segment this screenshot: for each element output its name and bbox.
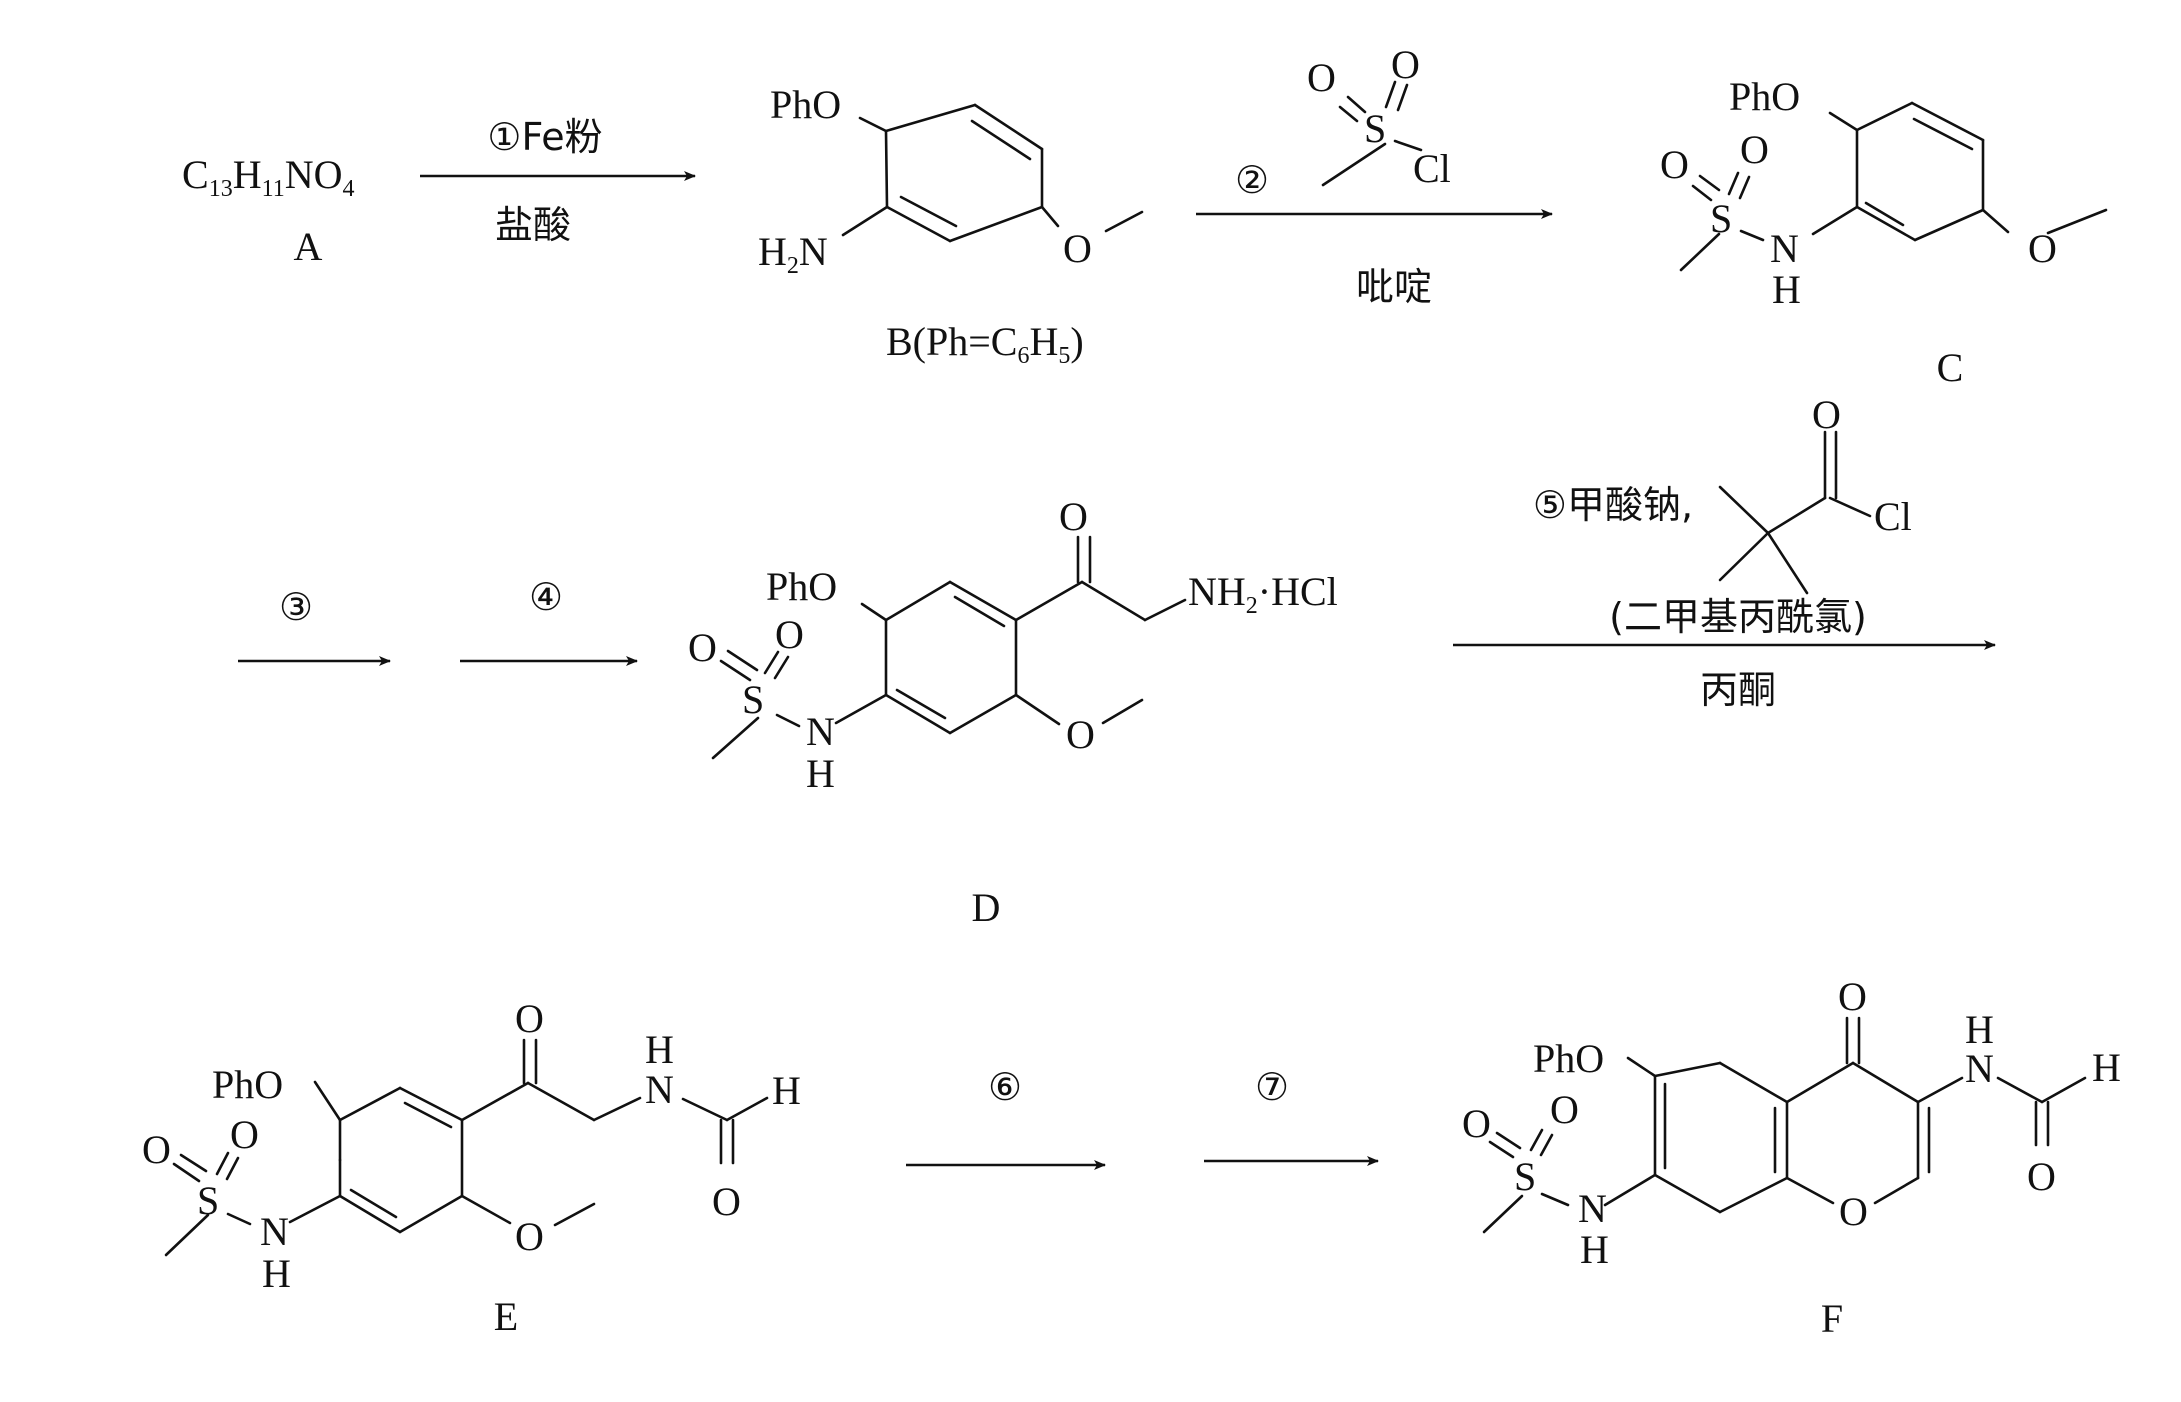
compound-d-methoxy-o: O (1066, 712, 1095, 757)
compound-e-keto-o: O (515, 996, 544, 1041)
compound-e-s: S (197, 1178, 219, 1223)
mesyl-chloride-structure: O O S Cl (1307, 42, 1451, 191)
compound-f-o-1: O (1462, 1101, 1491, 1146)
compound-e: PhO O O S N H O O H N H O E (142, 996, 801, 1339)
step-5-conditions-bottom: 丙酮 (1700, 668, 1776, 712)
compound-f-label: F (1821, 1296, 1843, 1341)
step-6-number: ⑥ (988, 1065, 1022, 1109)
compound-e-nh-n: N (645, 1067, 674, 1112)
compound-d-pho: PhO (766, 564, 837, 609)
reagent-o: O (1812, 392, 1841, 437)
compound-f-cho-o: O (2027, 1154, 2056, 1199)
compound-a-formula: C13H11NO4 (182, 152, 354, 202)
reagent-cl: Cl (1874, 494, 1912, 539)
compound-d: PhO O O S N H O O NH2·HCl D (688, 494, 1338, 930)
compound-f-nh-h: H (1965, 1007, 1994, 1052)
compound-e-n: N (260, 1209, 289, 1254)
compound-f-o-2: O (1550, 1087, 1579, 1132)
step-4-number: ④ (529, 575, 563, 619)
step-2-conditions-bottom: 吡啶 (1356, 265, 1432, 309)
compound-c: PhO O O S N H O C (1660, 74, 2108, 390)
step-3-arrow: ③ (238, 585, 391, 666)
compound-e-pho: PhO (212, 1062, 283, 1107)
reagent-o-2: O (1391, 42, 1420, 87)
reagent-s: S (1364, 106, 1386, 151)
compound-d-h: H (806, 751, 835, 796)
compound-b-label: B(Ph=C6H5) (886, 319, 1084, 369)
compound-d-o-1: O (688, 625, 717, 670)
step-4-arrow: ④ (460, 575, 638, 666)
compound-c-s: S (1710, 196, 1732, 241)
step-5-conditions-top: ⑤甲酸钠, (1533, 483, 1693, 527)
compound-b: PhO H2N O B(Ph=C6H5) (758, 82, 1144, 369)
compound-c-o-1: O (1660, 142, 1689, 187)
compound-f-h: H (1580, 1227, 1609, 1272)
compound-a: C13H11NO4 A (182, 152, 354, 269)
compound-e-label: E (494, 1294, 518, 1339)
step-6-arrow: ⑥ (906, 1065, 1106, 1170)
reagent-cl: Cl (1413, 146, 1451, 191)
compound-c-label: C (1937, 345, 1964, 390)
step-1-conditions-bottom: 盐酸 (495, 203, 571, 247)
step-1-conditions-top: ①Fe粉 (487, 115, 602, 159)
compound-f-cho-h: H (2092, 1045, 2121, 1090)
compound-e-o-2: O (230, 1112, 259, 1157)
compound-f-n: N (1578, 1186, 1607, 1231)
step-3-number: ③ (279, 585, 313, 629)
compound-e-cho-o: O (712, 1179, 741, 1224)
compound-e-methoxy-o: O (515, 1214, 544, 1259)
compound-f-pho: PhO (1533, 1036, 1604, 1081)
compound-e-h: H (262, 1251, 291, 1296)
compound-d-keto-o: O (1059, 494, 1088, 539)
compound-a-label: A (294, 224, 323, 269)
step-5-arrow: O Cl ⑤甲酸钠, (二甲基丙酰氯) 丙酮 (1453, 392, 1996, 712)
step-5-reagent-name: (二甲基丙酰氯) (1609, 595, 1867, 639)
reagent-o-1: O (1307, 55, 1336, 100)
compound-c-pho: PhO (1729, 74, 1800, 119)
compound-f-keto-o: O (1838, 974, 1867, 1019)
compound-b-pho: PhO (770, 82, 841, 127)
compound-d-s: S (742, 677, 764, 722)
compound-f-nh-n: N (1965, 1046, 1994, 1091)
compound-b-methoxy-o: O (1063, 226, 1092, 271)
compound-c-methoxy-o: O (2028, 226, 2057, 271)
compound-f-s: S (1514, 1154, 1536, 1199)
compound-d-label: D (972, 885, 1001, 930)
compound-b-amine: H2N (758, 229, 828, 279)
compound-d-o-2: O (775, 612, 804, 657)
step-2-arrow: O O S Cl ② 吡啶 (1196, 42, 1553, 309)
pivaloyl-chloride-structure: O Cl (1718, 392, 1912, 595)
step-2-number: ② (1235, 158, 1269, 202)
compound-e-o-1: O (142, 1127, 171, 1172)
compound-c-n: N (1770, 226, 1799, 271)
compound-e-cho-h: H (772, 1068, 801, 1113)
compound-b-bonds (841, 103, 1144, 243)
compound-d-amine-salt: NH2·HCl (1188, 569, 1338, 619)
step-7-number: ⑦ (1255, 1065, 1289, 1109)
compound-f-ring-o: O (1839, 1189, 1868, 1234)
step-7-arrow: ⑦ (1204, 1065, 1379, 1166)
compound-e-nh-h: H (645, 1027, 674, 1072)
compound-d-n: N (806, 709, 835, 754)
compound-c-h: H (1772, 267, 1801, 312)
step-1-arrow: ①Fe粉 盐酸 (420, 115, 696, 247)
compound-f: PhO O O S N H O O H N H O F (1462, 974, 2121, 1341)
compound-c-o-2: O (1740, 127, 1769, 172)
